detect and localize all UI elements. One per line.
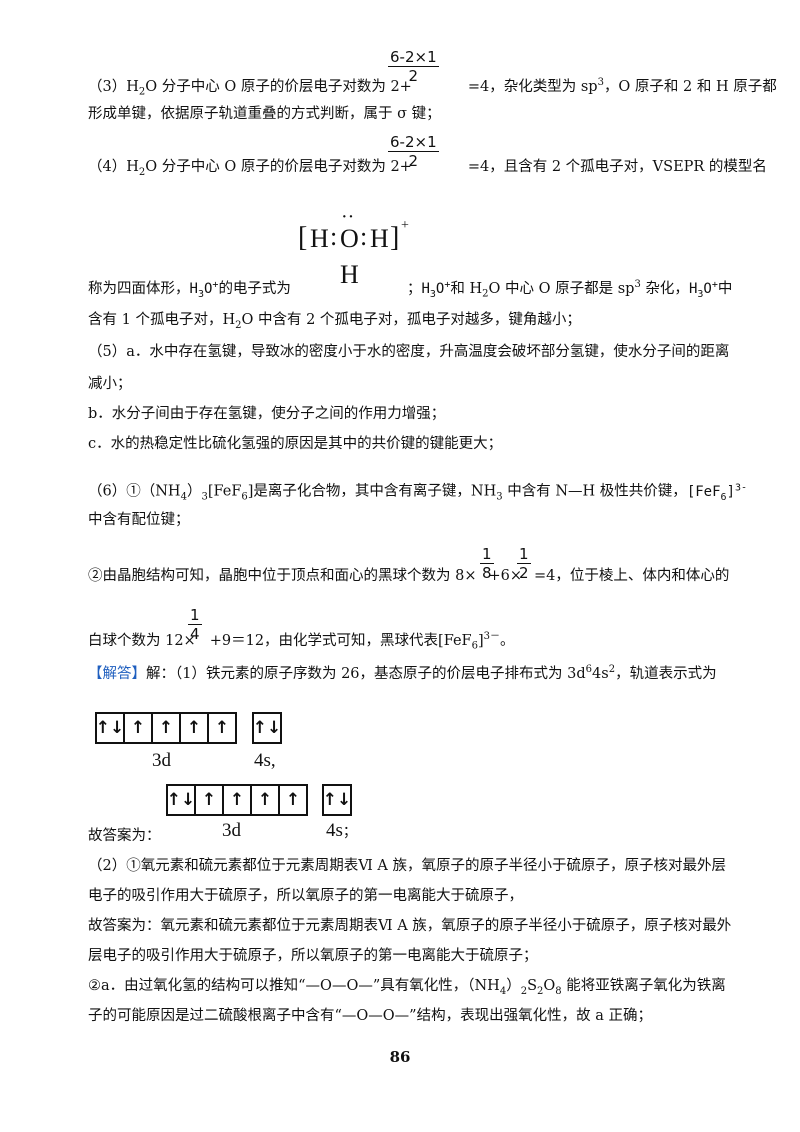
fraction-1-4: 1 4: [188, 606, 202, 643]
line-3-2: 形成单键，依据原子轨道重叠的方式判断，属于 σ 键；: [88, 106, 441, 122]
line-5-1: （5）a．水中存在氢键，导致冰的密度小于水的密度，升高温度会破坏部分氢键，使水分…: [88, 344, 730, 360]
line-5-2: 减小；: [88, 376, 132, 392]
line-6-4: 白球个数为 12×+9＝12，由化学式可知，黑球代表[FeF6]3－。: [88, 631, 515, 652]
line-6-1: （6）①（NH4）3[FeF6]是离子化合物，其中含有离子键，NH3 中含有 N…: [88, 482, 748, 503]
page-number: 86: [389, 1048, 411, 1066]
line-5-4: c．水的热稳定性比硫化氢强的原因是其中的共价键的键能更大；: [88, 436, 503, 452]
line-3-1: （3）H2O 分子中心 O 原子的价层电子对数为 2+=4，杂化类型为 sp3，…: [88, 77, 777, 98]
line-answer-6: ②a．由过氧化氢的结构可以推知“—O—O—”具有氧化性，（NH4）2S2O8 能…: [88, 978, 726, 997]
line-answer-3: 电子的吸引作用大于硫原子，所以氧原子的第一电离能大于硫原子，: [88, 888, 523, 904]
line-6-3: ②由晶胞结构可知，晶胞中位于顶点和面心的黑球个数为 8×+6×=4，位于棱上、体…: [88, 568, 730, 584]
orbital-3d-2: ↑↓ ↑ ↑ ↑ ↑: [166, 784, 308, 816]
line-answer-5: 层电子的吸引作用大于硫原子，所以氧原子的第一电离能大于硫原子；: [88, 948, 538, 964]
line-4-3: 含有 1 个孤电子对，H2O 中含有 2 个孤电子对，孤电子对越多，键角越小；: [88, 312, 581, 331]
orbital-4s-2: ↑↓: [322, 784, 352, 816]
line-answer-7: 子的可能原因是过二硫酸根离子中含有“—O—O—”结构，表现出强氧化性，故 a 正…: [88, 1008, 652, 1024]
label-4s-2: 4s；: [326, 820, 357, 841]
line-4-2: 称为四面体形，H3O+的电子式为；H3O+和 H2O 中心 O 原子都是 sp3…: [88, 279, 733, 300]
line-answer-label: 故答案为：: [88, 828, 161, 844]
label-3d-1: 3d: [152, 750, 171, 771]
line-5-3: b．水分子间由于存在氢键，使分子之间的作用力增强；: [88, 406, 446, 422]
fraction-1-2: 1 2: [517, 545, 531, 582]
orbital-3d-1: ↑↓ ↑ ↑ ↑ ↑: [95, 712, 237, 744]
fraction-1-8: 1 8: [480, 545, 494, 582]
fraction-62-a: 6-2×1 2: [388, 48, 439, 85]
answer-tag: 【解答】: [88, 665, 146, 682]
line-answer-4: 故答案为：氧元素和硫元素都位于元素周期表Ⅵ A 族，氧原子的原子半径小于硫原子，…: [88, 918, 732, 934]
label-3d-2: 3d: [222, 820, 241, 841]
label-4s-1: 4s,: [254, 750, 276, 771]
line-answer-1: 【解答】解：（1）铁元素的原子序数为 26，基态原子的价层电子排布式为 3d64…: [88, 664, 717, 682]
line-answer-2: （2）①氧元素和硫元素都位于元素周期表Ⅵ A 族，氧原子的原子半径小于硫原子，原…: [88, 858, 726, 874]
h3o-lewis-structure: [ H : ·· O : H ] + H: [298, 206, 409, 289]
line-6-2: 中含有配位键；: [88, 512, 190, 528]
line-4-1: （4）H2O 分子中心 O 原子的价层电子对数为 2+=4，且含有 2 个孤电子…: [88, 159, 767, 178]
orbital-4s-1: ↑↓: [252, 712, 282, 744]
fraction-62-b: 6-2×1 2: [388, 133, 439, 170]
